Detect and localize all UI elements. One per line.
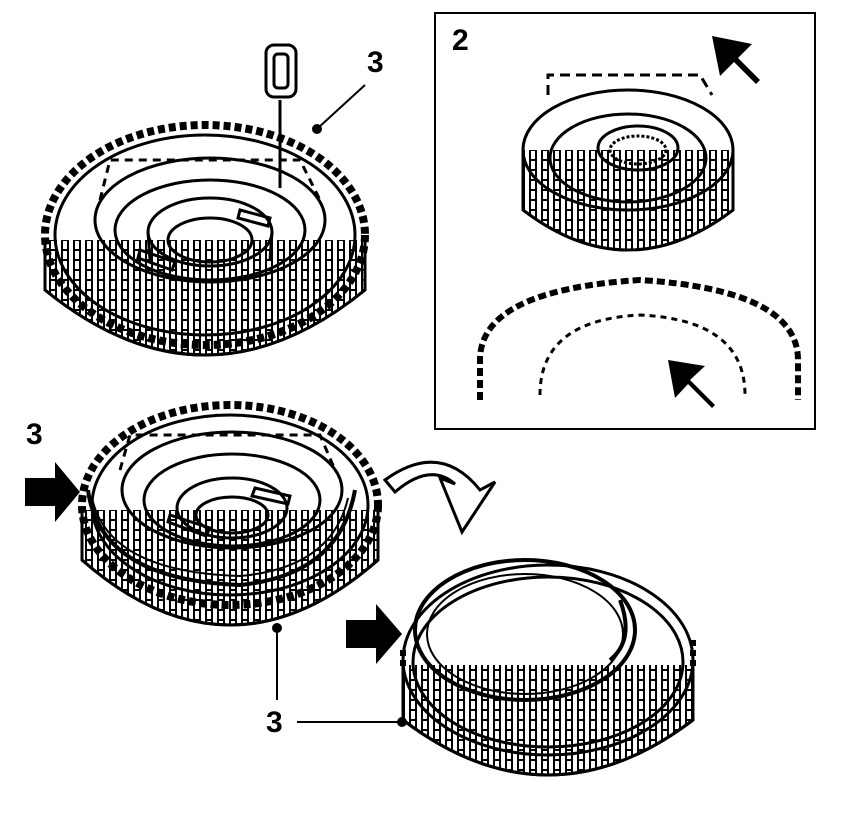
callout-bottom-gear: 3 <box>266 706 283 739</box>
inset-frame <box>434 12 816 430</box>
middle-gear <box>78 401 382 627</box>
arrow-up-left-icon <box>668 360 715 408</box>
inset-hub <box>521 73 735 252</box>
bottom-gear-leader <box>297 717 407 727</box>
callout-top-gear: 3 <box>367 46 384 79</box>
inset-ring <box>477 276 801 400</box>
middle-gear-leader <box>272 623 282 700</box>
callout-middle-gear: 3 <box>26 418 43 451</box>
curved-arrow-icon <box>382 460 497 536</box>
top-gear-leader <box>312 84 366 134</box>
bottom-gear <box>400 558 696 777</box>
arrow-down-left-icon <box>712 36 760 84</box>
top-gear <box>41 121 369 357</box>
key-insert <box>264 43 298 188</box>
arrow-right-icon <box>25 462 402 664</box>
callout-inset-number: 2 <box>452 24 469 57</box>
